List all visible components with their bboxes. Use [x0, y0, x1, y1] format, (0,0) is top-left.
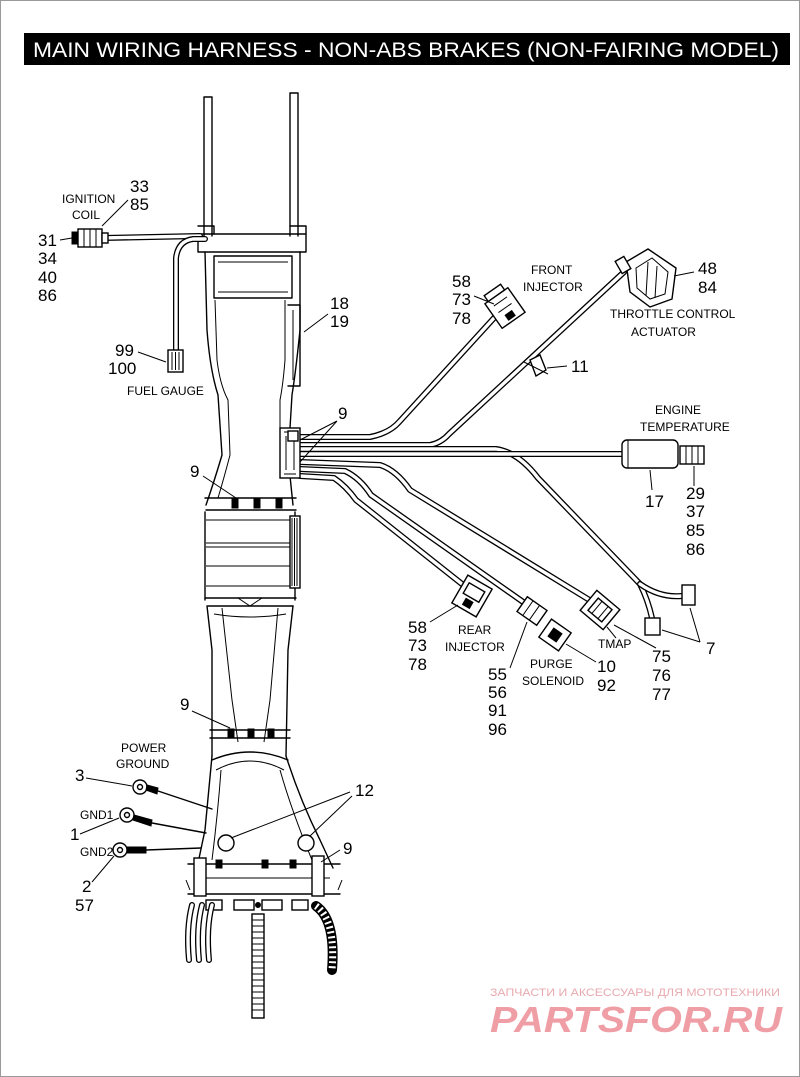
throttle-control-actuator-connector [614, 248, 677, 308]
frame-hole-right [297, 834, 315, 852]
callout-gnd1: 1 [70, 825, 79, 844]
label-purge-solenoid-1: PURGE [530, 657, 573, 671]
label-power-ground-1: POWER [121, 741, 167, 755]
callout-frame-right-2: 19 [330, 312, 349, 331]
throttle-wire-tie [523, 354, 549, 378]
label-tmap: TMAP [598, 637, 631, 651]
callout-tmap-2: 76 [652, 666, 671, 685]
watermark: ЗАПЧАСТИ И АКСЕССУАРЫ ДЛЯ МОТОТЕХНИКИ PA… [490, 987, 783, 1040]
motorcycle-frame [185, 92, 343, 897]
callout-throttle-actuator-1: 48 [698, 259, 717, 278]
callout-strap-upper-right: 9 [338, 404, 347, 423]
callout-fuel-gauge-2: 100 [108, 359, 136, 378]
front-injector-connector [483, 283, 527, 330]
power-ground-terminal [132, 779, 213, 810]
tmap-sensor-connector [579, 589, 621, 631]
callout-strap-upper-left: 9 [190, 462, 199, 481]
label-front-injector-1: FRONT [531, 263, 573, 277]
label-throttle-control-actuator-1: THROTTLE CONTROL [610, 307, 736, 321]
callout-rear-injector-2: 73 [408, 636, 427, 655]
gnd1-terminal [119, 807, 207, 834]
callout-purge-connector-3: 91 [488, 701, 507, 720]
engine-temperature-sensor [621, 439, 679, 469]
corrugated-conduit-right [311, 901, 338, 975]
label-throttle-control-actuator-2: ACTUATOR [631, 325, 696, 339]
callout-rear-injector-3: 78 [408, 655, 427, 674]
watermark-logo: PARTSFOR.RU [490, 999, 783, 1040]
gnd2-terminal [112, 842, 202, 858]
label-engine-temperature-2: TEMPERATURE [640, 420, 730, 434]
callout-ignition-coil-2: 85 [130, 195, 149, 214]
label-rear-injector-1: REAR [458, 623, 492, 637]
frame-side-block [289, 515, 301, 589]
callout-wire-tie: 11 [571, 357, 589, 376]
callout-purge-solenoid-1: 10 [597, 657, 616, 676]
label-gnd2: GND2 [80, 845, 114, 859]
callout-ignition-connector-1: 31 [38, 231, 57, 250]
callout-purge-connector-4: 96 [488, 720, 507, 739]
ignition-coil-connector [71, 228, 109, 248]
callout-ignition-connector-3: 40 [38, 268, 57, 287]
callout-ignition-coil-1: 33 [130, 177, 149, 196]
leader-lines [59, 199, 701, 883]
callout-fuel-gauge-1: 99 [115, 341, 134, 360]
callout-gnd2-1: 2 [82, 877, 91, 896]
callout-power-ground: 3 [75, 766, 84, 785]
callout-ignition-connector-4: 86 [38, 286, 57, 305]
title-bar: MAIN WIRING HARNESS - NON-ABS BRAKES (NO… [24, 33, 790, 65]
callout-gnd2-2: 57 [75, 896, 94, 915]
rear-injector-connector [450, 574, 494, 618]
callout-engine-temp-connector-2: 37 [686, 502, 705, 521]
callout-purge-connector-1: 55 [488, 665, 507, 684]
callout-front-injector-1: 58 [452, 272, 471, 291]
label-engine-temperature-1: ENGINE [655, 403, 701, 417]
harness-junction-connector [279, 427, 301, 479]
callout-numbers: 33 85 31 34 40 86 99 100 18 19 58 73 78 … [38, 177, 717, 915]
label-rear-injector-2: INJECTOR [445, 640, 505, 654]
callout-front-injector-3: 78 [452, 309, 471, 328]
callout-ignition-connector-2: 34 [38, 249, 57, 268]
label-fuel-gauge: FUEL GAUGE [127, 384, 204, 398]
rear-harness-leads [188, 899, 338, 1019]
callout-purge-connector-2: 56 [488, 683, 507, 702]
label-ignition-coil-2: COIL [72, 208, 100, 222]
callout-purge-solenoid-2: 92 [597, 676, 616, 695]
watermark-tagline: ЗАПЧАСТИ И АКСЕССУАРЫ ДЛЯ МОТОТЕХНИКИ [490, 987, 780, 999]
purge-solenoid-connector [516, 595, 548, 627]
callout-engine-temp-connector-4: 86 [686, 540, 705, 559]
callout-tmap-3: 77 [652, 685, 671, 704]
label-power-ground-2: GROUND [116, 757, 170, 771]
fuel-gauge-connector [167, 349, 184, 373]
bottom-post-right [311, 855, 325, 897]
cable-straps [215, 498, 297, 869]
part-labels: IGNITION COIL FUEL GAUGE FRONT INJECTOR … [62, 192, 736, 859]
callout-front-injector-2: 73 [452, 290, 471, 309]
callout-frame-right-1: 18 [330, 294, 349, 313]
purge-solenoid [537, 618, 573, 652]
callout-throttle-actuator-2: 84 [698, 278, 717, 297]
callout-engine-temp-connector-1: 29 [686, 484, 705, 503]
engine-temperature-connector [679, 445, 705, 465]
callout-rear-injector-1: 58 [408, 618, 427, 637]
label-purge-solenoid-2: SOLENOID [522, 674, 584, 688]
callout-strap-bottom-right: 9 [343, 839, 352, 858]
label-gnd1: GND1 [80, 808, 114, 822]
harness-end-connectors-7 [644, 584, 696, 636]
bottom-post-left [193, 857, 207, 897]
diagram-title: MAIN WIRING HARNESS - NON-ABS BRAKES (NO… [33, 39, 779, 62]
callout-tmap-1: 75 [652, 647, 671, 666]
callout-engine-temp-connector-3: 85 [686, 521, 705, 540]
callout-frame-holes: 12 [355, 781, 374, 800]
callout-engine-temp-sensor: 17 [645, 492, 664, 511]
callout-strap-lower-left: 9 [180, 695, 189, 714]
callout-harness-end-7: 7 [706, 639, 715, 658]
label-ignition-coil-1: IGNITION [62, 192, 115, 206]
harness-wires [102, 236, 682, 618]
frame-hole-left [217, 834, 235, 852]
label-front-injector-2: INJECTOR [523, 280, 583, 294]
corrugated-conduit-center [251, 913, 265, 1019]
